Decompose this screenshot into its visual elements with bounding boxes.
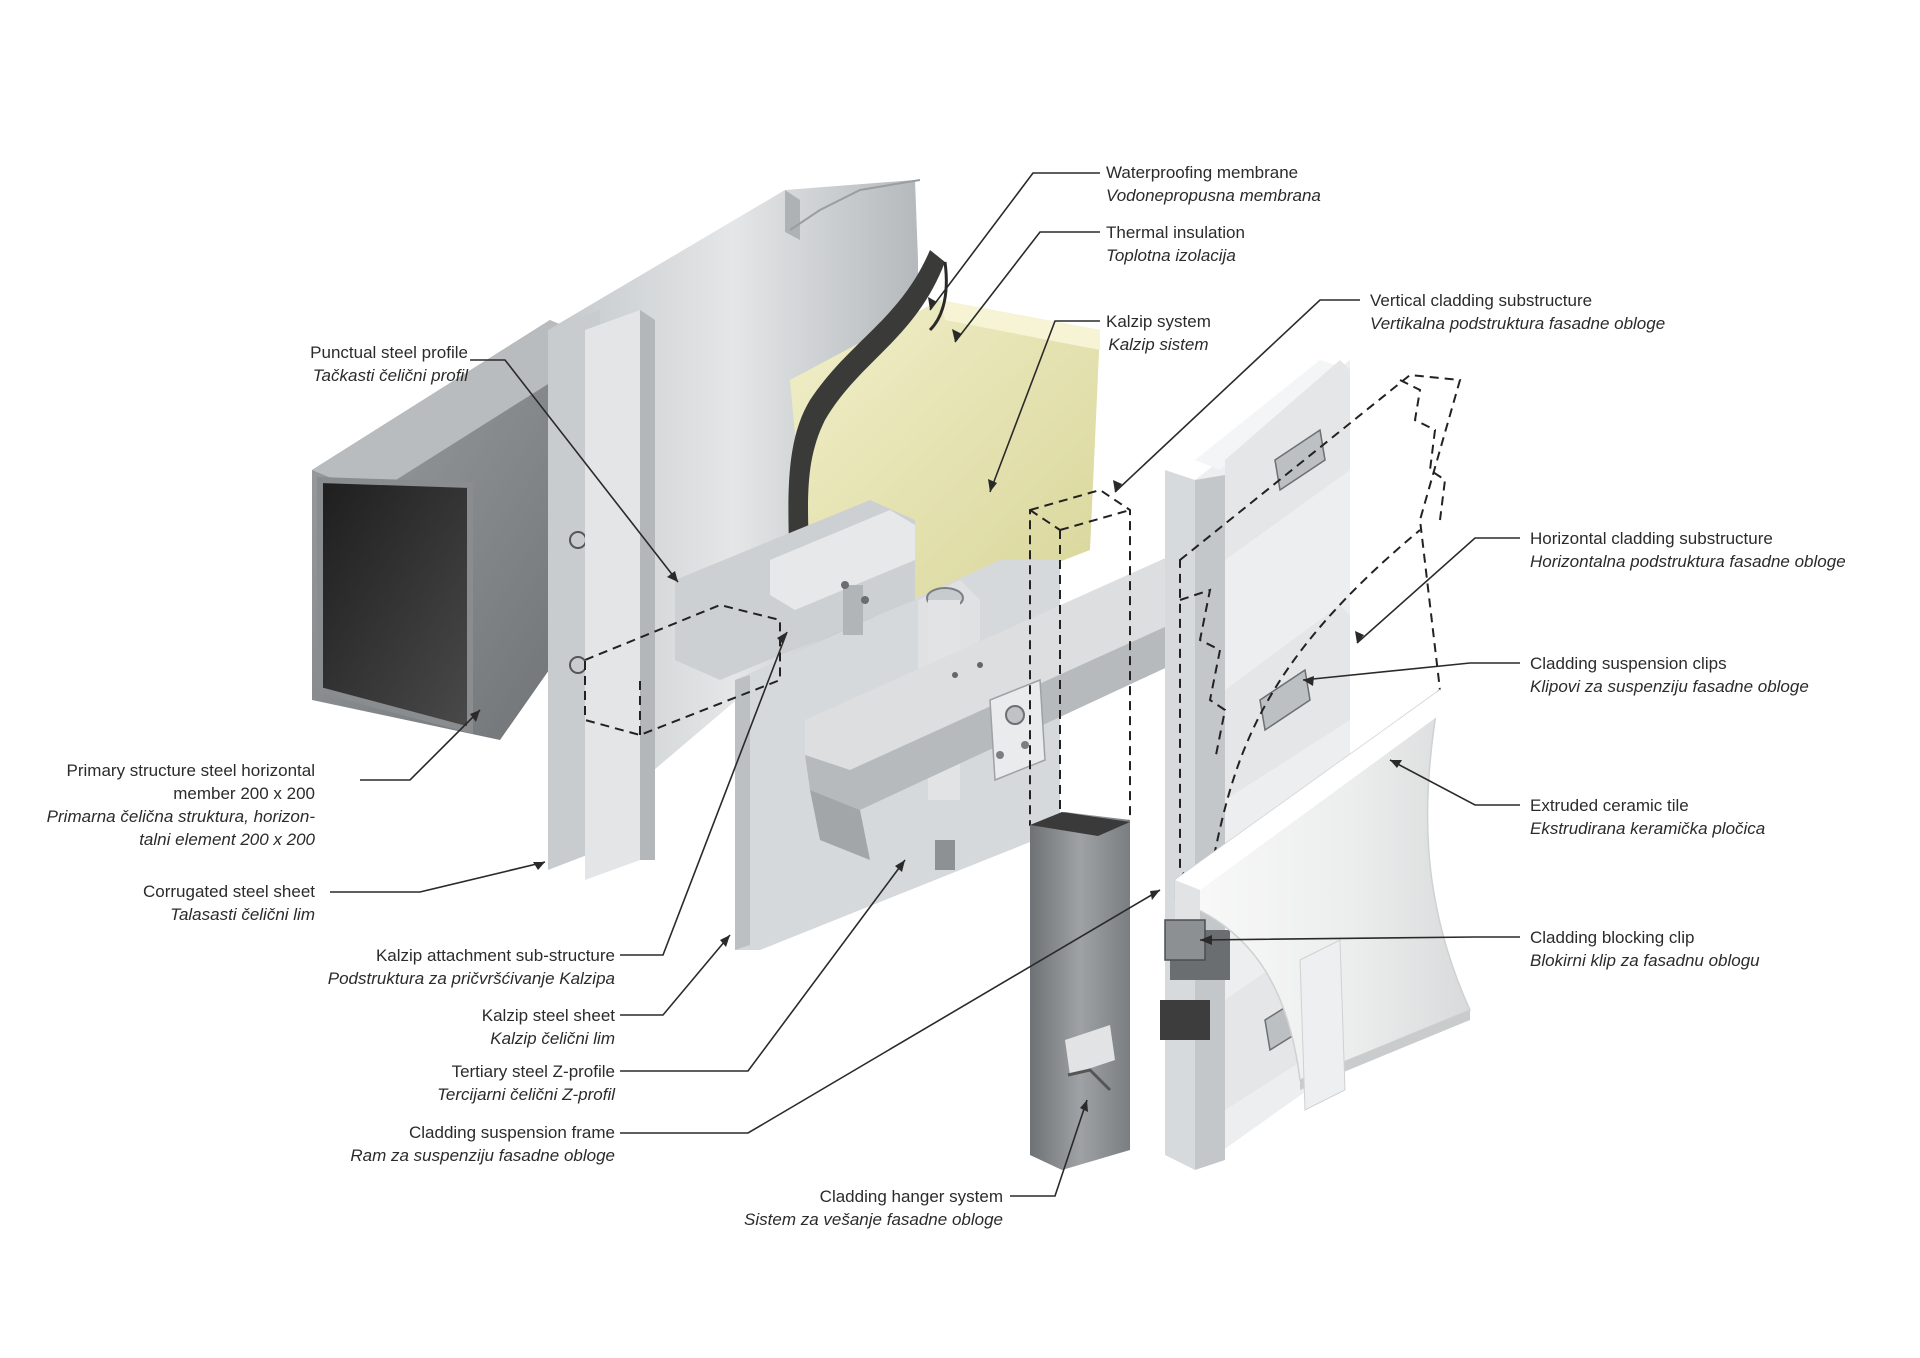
label-cladding-blocking-clip: Cladding blocking clip Blokirni klip za … <box>1530 926 1760 972</box>
label-sr: Sistem za vešanje fasadne obloge <box>744 1210 1003 1229</box>
label-vertical-cladding-substructure: Vertical cladding substructure Vertikaln… <box>1370 289 1665 335</box>
label-sr-line2: talni element 200 x 200 <box>139 830 315 849</box>
label-sr-line1: Primarna čelična struktura, horizon- <box>46 807 315 826</box>
label-thermal-insulation: Thermal insulation Toplotna izolacija <box>1106 221 1245 267</box>
label-kalzip-steel-sheet: Kalzip steel sheet Kalzip čelični lim <box>482 1004 615 1050</box>
label-sr: Vertikalna podstruktura fasadne obloge <box>1370 314 1666 333</box>
label-horizontal-cladding-substructure: Horizontal cladding substructure Horizon… <box>1530 527 1846 573</box>
kalzip-attachment <box>675 500 915 680</box>
label-sr: Horizontalna podstruktura fasadne obloge <box>1530 552 1846 571</box>
label-en: Waterproofing membrane <box>1106 163 1299 182</box>
cladding-suspension-frame <box>1030 812 1130 1170</box>
extruded-ceramic-tile <box>1174 688 1472 1111</box>
label-en: Extruded ceramic tile <box>1530 796 1689 815</box>
label-sr: Podstruktura za pričvršćivanje Kalzipa <box>327 969 615 988</box>
primary-steel-tube <box>312 320 610 740</box>
label-corrugated-steel-sheet: Corrugated steel sheet Talasasti čelični… <box>143 880 315 926</box>
label-en: Kalzip system <box>1106 312 1211 331</box>
label-en: Kalzip steel sheet <box>481 1006 615 1025</box>
label-primary-structure: Primary structure steel horizontal membe… <box>47 759 315 851</box>
label-sr: Klipovi za suspenziju fasadne obloge <box>1530 677 1809 696</box>
label-sr: Ekstrudirana keramička pločica <box>1530 819 1766 838</box>
punctual-outline-dashed <box>584 603 781 737</box>
label-cladding-suspension-frame: Cladding suspension frame Ram za suspenz… <box>350 1121 615 1167</box>
label-en: Cladding suspension frame <box>408 1123 615 1142</box>
label-kalzip-attachment: Kalzip attachment sub-structure Podstruk… <box>328 944 615 990</box>
label-tertiary-z-profile: Tertiary steel Z-profile Tercijarni čeli… <box>437 1060 615 1106</box>
label-sr: Tačkasti čelični profil <box>312 366 468 385</box>
label-en: Cladding hanger system <box>819 1187 1003 1206</box>
label-cladding-hanger-system: Cladding hanger system Sistem za vešanje… <box>744 1185 1003 1231</box>
label-en-line2: member 200 x 200 <box>173 784 315 803</box>
label-sr: Vodonepropusna membrana <box>1106 186 1321 205</box>
label-en: Corrugated steel sheet <box>143 882 315 901</box>
label-en: Vertical cladding substructure <box>1370 291 1593 310</box>
label-cladding-suspension-clips: Cladding suspension clips Klipovi za sus… <box>1530 652 1809 698</box>
label-en: Cladding suspension clips <box>1530 654 1727 673</box>
label-sr: Talasasti čelični lim <box>170 905 315 924</box>
label-extruded-ceramic-tile: Extruded ceramic tile Ekstrudirana keram… <box>1530 794 1765 840</box>
leader-lines <box>330 172 1520 1197</box>
label-en-line1: Primary structure steel horizontal <box>66 761 315 780</box>
label-waterproofing-membrane: Waterproofing membrane Vodonepropusna me… <box>1106 161 1321 207</box>
label-sr: Kalzip čelični lim <box>490 1029 615 1048</box>
label-en: Kalzip attachment sub-structure <box>375 946 615 965</box>
label-sr: Kalzip sistem <box>1108 335 1209 354</box>
label-kalzip-system: Kalzip system Kalzip sistem <box>1106 310 1211 356</box>
label-sr: Blokirni klip za fasadnu oblogu <box>1530 951 1760 970</box>
label-en: Cladding blocking clip <box>1530 928 1695 947</box>
label-en: Punctual steel profile <box>310 343 468 362</box>
cladding-blocking-clip <box>1164 919 1206 961</box>
leader-arrowheads <box>470 297 1402 1112</box>
label-en: Tertiary steel Z-profile <box>451 1062 615 1081</box>
label-sr: Toplotna izolacija <box>1106 246 1236 265</box>
label-en: Thermal insulation <box>1106 223 1245 242</box>
label-sr: Ram za suspenziju fasadne obloge <box>350 1146 615 1165</box>
label-sr: Tercijarni čelični Z-profil <box>437 1085 615 1104</box>
label-punctual-steel-profile: Punctual steel profile Tačkasti čelični … <box>310 341 468 387</box>
punctual-steel-profile <box>585 310 655 880</box>
label-en: Horizontal cladding substructure <box>1530 529 1773 548</box>
